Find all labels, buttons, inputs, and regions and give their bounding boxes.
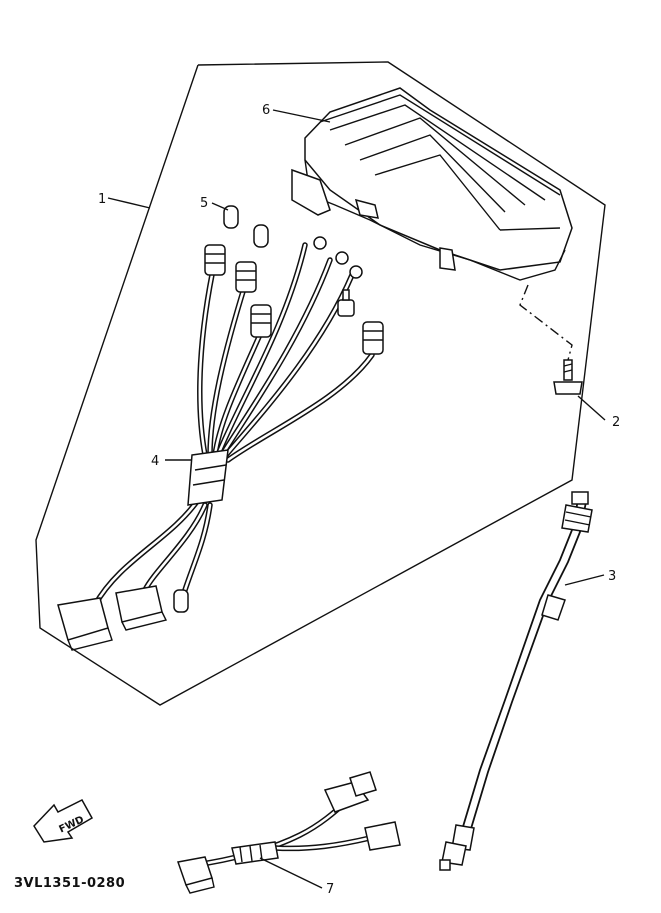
assembly-outline bbox=[35, 61, 606, 706]
drawing-code: 3VL1351-0280 bbox=[14, 876, 125, 891]
screw-part bbox=[553, 359, 583, 395]
callout-4: 4 bbox=[151, 454, 159, 469]
sub-harness bbox=[177, 771, 401, 894]
callout-2: 2 bbox=[612, 415, 620, 430]
callout-7: 7 bbox=[326, 882, 334, 897]
fwd-arrow-icon: FWD bbox=[33, 799, 94, 843]
bulbs bbox=[223, 205, 269, 248]
callout-3: 3 bbox=[608, 569, 616, 584]
speedometer-cable bbox=[439, 491, 593, 871]
callout-1: 1 bbox=[98, 192, 106, 207]
leader-lines bbox=[107, 109, 606, 889]
wire-harness bbox=[57, 236, 384, 651]
meter-assembly bbox=[291, 87, 573, 281]
callout-6: 6 bbox=[262, 103, 270, 118]
callout-5: 5 bbox=[200, 196, 208, 211]
